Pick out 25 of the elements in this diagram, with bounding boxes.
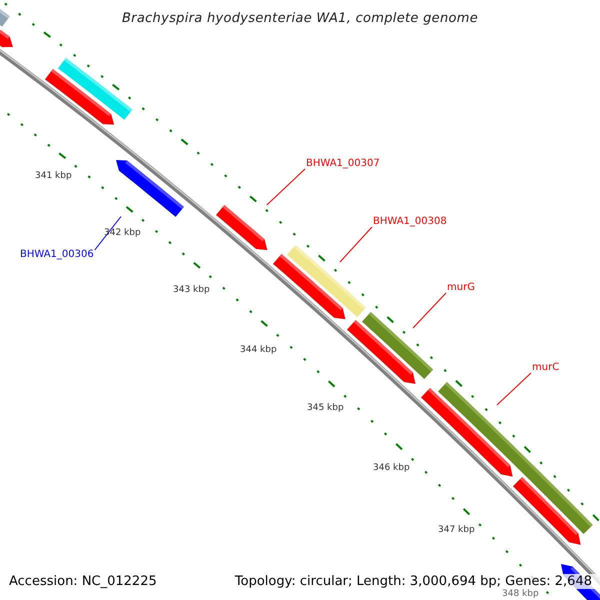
title: Brachyspira hyodysenteriae WA1, complete genome bbox=[122, 10, 478, 28]
position-label: 346 kbp bbox=[373, 462, 410, 475]
leader-line bbox=[496, 372, 532, 406]
position-label: 347 kbp bbox=[438, 524, 475, 537]
position-label: 348 kbp bbox=[502, 589, 539, 599]
gene-feature bbox=[272, 254, 346, 320]
leader-line bbox=[340, 226, 372, 262]
gene-label: murC bbox=[532, 362, 560, 374]
gene-label: murG bbox=[447, 282, 475, 294]
gene-feature bbox=[116, 160, 184, 216]
leader-line bbox=[412, 292, 446, 328]
leader-line bbox=[266, 168, 306, 206]
gene-label: BHWA1_00308 bbox=[373, 216, 447, 228]
gene-feature bbox=[512, 477, 581, 545]
gene-label: BHWA1_00307 bbox=[306, 158, 380, 170]
info-text: Accession: NC_012225 bbox=[9, 574, 157, 589]
gene-feature bbox=[45, 68, 114, 124]
position-label: 341 kbp bbox=[35, 170, 72, 183]
gene-feature bbox=[346, 320, 416, 384]
gene-label: BHWA1_00306 bbox=[20, 249, 94, 261]
gene-feature bbox=[216, 204, 267, 250]
position-label: 344 kbp bbox=[240, 344, 277, 357]
position-label: 345 kbp bbox=[307, 402, 344, 415]
gene-feature bbox=[420, 388, 512, 477]
position-label: 343 kbp bbox=[173, 284, 210, 297]
